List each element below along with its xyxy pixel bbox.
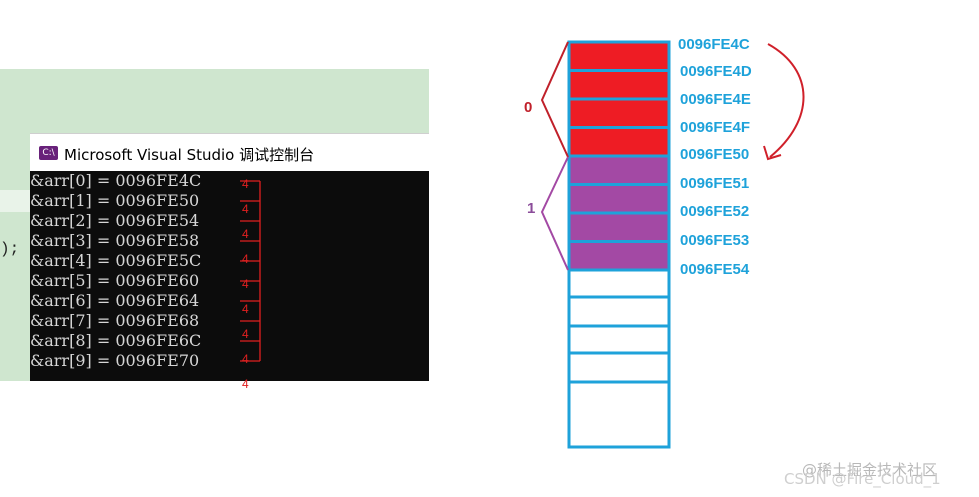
memory-address-label: 0096FE54 xyxy=(680,261,750,278)
group-0-brace xyxy=(540,41,569,158)
memory-cell-group-1 xyxy=(567,240,671,272)
memory-address-label: 0096FE4F xyxy=(680,119,751,136)
memory-address-label: 0096FE4D xyxy=(680,63,752,80)
memory-cell-empty xyxy=(567,295,671,328)
memory-cell-group-1 xyxy=(567,154,671,186)
console-line: &arr[0] = 0096FE4C xyxy=(30,171,202,190)
console-line: &arr[1] = 0096FE50 xyxy=(30,191,200,210)
memory-cell-group-0 xyxy=(567,69,671,101)
advance-arrow-head xyxy=(763,145,782,161)
stride-label: 4 xyxy=(242,277,249,291)
watermark-csdn: CSDN @Fire_Cloud_1 xyxy=(784,470,941,488)
stride-label: 4 xyxy=(242,202,249,216)
editor-code-fragment: ); xyxy=(0,240,20,258)
advance-arrow xyxy=(767,43,805,158)
memory-address-label: 0096FE51 xyxy=(680,175,750,192)
console-line: &arr[5] = 0096FE60 xyxy=(30,271,200,290)
memory-cell-empty xyxy=(567,380,671,449)
memory-address-label: 0096FE4C xyxy=(678,36,750,53)
memory-address-label: 0096FE4E xyxy=(680,91,751,108)
stride-label: 4 xyxy=(242,352,249,366)
visual-studio-icon: C:\ xyxy=(39,146,58,160)
memory-address-label: 0096FE50 xyxy=(680,146,750,163)
group-label-0: 0 xyxy=(524,99,533,116)
memory-cell-group-0 xyxy=(567,97,671,129)
console-line: &arr[2] = 0096FE54 xyxy=(30,211,200,230)
console-line: &arr[9] = 0096FE70 xyxy=(30,351,200,370)
console-titlebar[interactable]: C:\ Microsoft Visual Studio 调试控制台 xyxy=(30,133,429,171)
group-label-1: 1 xyxy=(527,200,536,217)
stride-label: 4 xyxy=(242,377,249,391)
stride-label: 4 xyxy=(242,252,249,266)
memory-address-label: 0096FE52 xyxy=(680,203,750,220)
console-line: &arr[7] = 0096FE68 xyxy=(30,311,200,330)
memory-cell-group-0 xyxy=(567,40,671,72)
group-1-brace xyxy=(540,156,569,271)
memory-cell-empty xyxy=(567,351,671,384)
stride-brackets xyxy=(240,180,261,362)
memory-cell-empty xyxy=(567,324,671,355)
memory-cell-empty xyxy=(567,268,671,299)
console-line: &arr[8] = 0096FE6C xyxy=(30,331,202,350)
editor-line-highlight xyxy=(0,190,30,212)
console-line: &arr[4] = 0096FE5C xyxy=(30,251,202,270)
memory-cell-group-1 xyxy=(567,211,671,243)
stride-label: 4 xyxy=(242,177,249,191)
console-line: &arr[3] = 0096FE58 xyxy=(30,231,200,250)
debug-console-window[interactable]: C:\ Microsoft Visual Studio 调试控制台 &arr[0… xyxy=(30,133,429,391)
memory-cell-group-0 xyxy=(567,126,671,158)
console-line: &arr[6] = 0096FE64 xyxy=(30,291,200,310)
memory-cell-group-1 xyxy=(567,183,671,215)
stride-label: 4 xyxy=(242,302,249,316)
memory-address-label: 0096FE53 xyxy=(680,232,750,249)
watermark-juejin: @稀土掘金技术社区 xyxy=(802,461,938,479)
stride-label: 4 xyxy=(242,327,249,341)
stride-label: 4 xyxy=(242,227,249,241)
console-title: Microsoft Visual Studio 调试控制台 xyxy=(64,146,315,164)
